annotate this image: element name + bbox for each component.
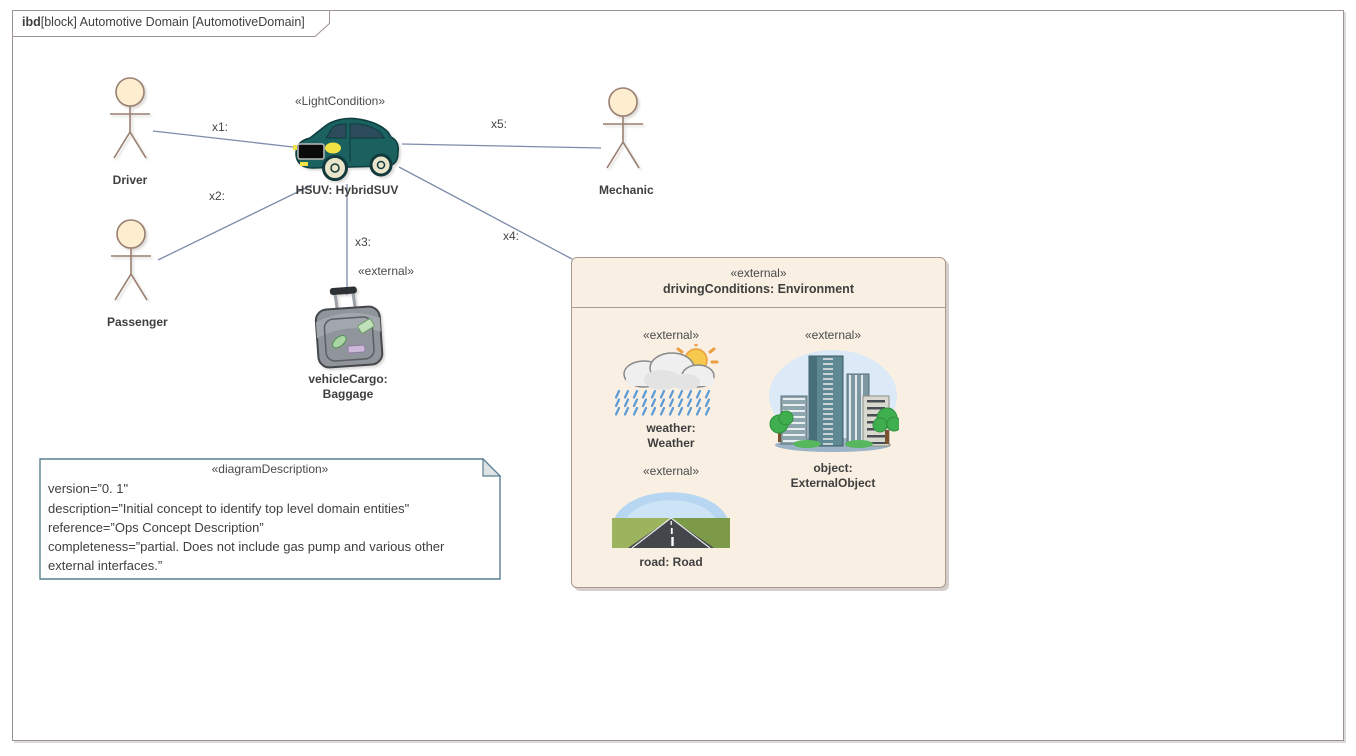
weather-stereotype: «external» xyxy=(642,328,700,342)
cargo-label-line2: Baggage xyxy=(322,387,374,401)
note-shape xyxy=(39,457,502,580)
note-line: reference=”Ops Concept Description” xyxy=(48,519,264,535)
diagram-description-note[interactable]: «diagramDescription» version=”0. 1" desc… xyxy=(39,457,502,580)
rain-lines xyxy=(614,389,711,416)
road-part[interactable]: «external» road: Road xyxy=(600,464,742,570)
weather-part[interactable]: «external» xyxy=(600,328,742,451)
connector-x5-label: x5: xyxy=(491,117,508,131)
frame-tab-text: [block] Automotive Domain [AutomotiveDom… xyxy=(40,15,305,29)
note-stereotype: «diagramDescription» xyxy=(211,462,329,476)
road-stereotype: «external» xyxy=(642,464,700,478)
weather-label-line2: Weather xyxy=(647,436,695,450)
frame-tab xyxy=(12,10,330,37)
frame-tab-label: ibd[block] Automotive Domain [Automotive… xyxy=(22,15,305,29)
environment-header: «external» drivingConditions: Environmen… xyxy=(572,258,945,308)
actor-icon xyxy=(111,219,151,301)
frame-tab-keyword: ibd xyxy=(22,15,41,29)
road-label: road: Road xyxy=(639,555,703,569)
suitcase-icon xyxy=(314,286,384,369)
object-label-line2: ExternalObject xyxy=(790,476,876,490)
actor-label: Passenger xyxy=(107,315,168,329)
actor-driver[interactable]: Driver xyxy=(106,76,154,188)
cargo-label: vehicleCargo: Baggage xyxy=(298,372,398,402)
connector-x5[interactable] xyxy=(401,143,602,149)
note-fold-icon xyxy=(482,457,502,477)
object-label-line1: object: xyxy=(813,461,853,475)
car-node[interactable] xyxy=(288,112,402,187)
cargo-node[interactable] xyxy=(303,286,395,377)
actor-icon xyxy=(603,87,643,169)
cargo-label-line1: vehicleCargo: xyxy=(308,372,388,386)
weather-label-line1: weather: xyxy=(646,421,696,435)
connector-x3-label: x3: xyxy=(355,235,372,249)
connector-x2-label: x2: xyxy=(209,189,226,203)
actor-mechanic[interactable]: Mechanic xyxy=(599,86,654,198)
connector-x1-label: x1: xyxy=(212,120,229,134)
car-label: HSUV: HybridSUV xyxy=(295,183,399,197)
connector-x1[interactable] xyxy=(152,130,294,148)
note-line: description=”Initial concept to identify… xyxy=(48,500,410,516)
actor-icon xyxy=(110,77,150,159)
note-line: completeness=”partial. Does not include … xyxy=(48,539,445,555)
road-icon xyxy=(612,492,730,549)
connector-x4-label: x4: xyxy=(503,229,520,243)
actor-label: Driver xyxy=(112,173,148,187)
diagram-frame xyxy=(12,10,1344,741)
object-part[interactable]: «external» xyxy=(752,328,914,491)
object-stereotype: «external» xyxy=(804,328,862,342)
suv-car-icon xyxy=(293,117,399,181)
note-line: version=”0. 1" xyxy=(48,481,129,497)
cargo-stereotype: «external» xyxy=(357,264,415,278)
car-stereotype: «LightCondition» xyxy=(294,94,386,108)
note-line: external interfaces.” xyxy=(48,558,163,574)
actor-passenger[interactable]: Passenger xyxy=(107,218,168,330)
actor-label: Mechanic xyxy=(599,183,654,197)
connector-x2[interactable] xyxy=(157,184,313,261)
object-label: object: ExternalObject xyxy=(752,461,914,491)
weather-label: weather: Weather xyxy=(600,421,742,451)
environment-name: drivingConditions: Environment xyxy=(663,282,854,296)
weather-icon xyxy=(614,340,719,416)
note-text: «diagramDescription» version=”0. 1" desc… xyxy=(39,460,501,576)
environment-block[interactable]: «external» drivingConditions: Environmen… xyxy=(571,257,946,588)
connector-x4[interactable] xyxy=(398,166,573,260)
buildings-icon xyxy=(769,350,902,452)
environment-stereotype: «external» xyxy=(730,266,787,280)
